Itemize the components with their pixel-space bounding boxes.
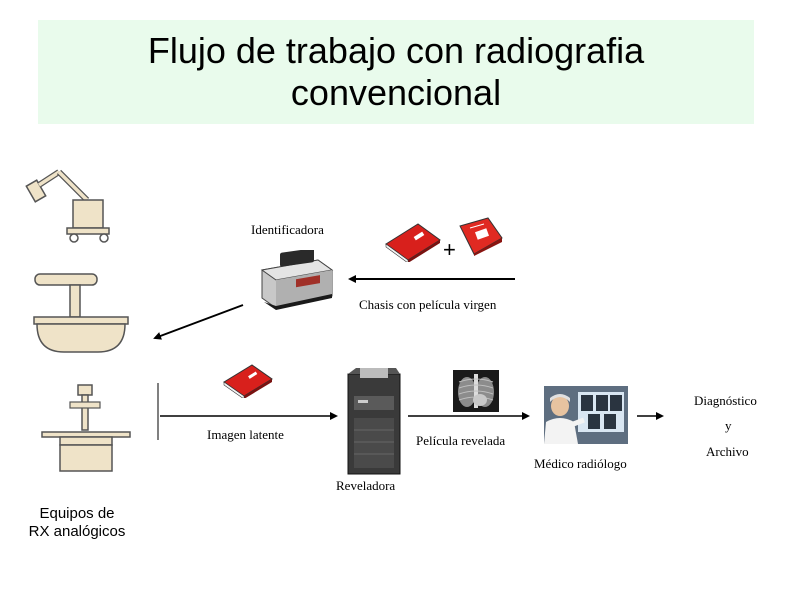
title-box: Flujo de trabajo con radiografia convenc… — [38, 20, 754, 124]
label-pelicula-revelada: Película revelada — [416, 433, 506, 448]
label-y: y — [725, 418, 732, 433]
label-identificadora: Identificadora — [251, 222, 324, 237]
chest-xray-film-icon — [453, 370, 499, 412]
page-title-line-2: convencional — [290, 72, 502, 113]
identifier-printer-icon — [260, 250, 334, 310]
plus-sign: + — [443, 237, 456, 262]
cassette-icon — [385, 223, 441, 262]
mobile-xray-unit-icon — [25, 169, 110, 243]
label-chasis-pelicula-virgen: Chasis con película virgen — [359, 297, 497, 312]
film-processor-icon — [347, 368, 401, 475]
label-equipos-line-2: RX analógicos — [28, 523, 126, 540]
page-title-line-1: Flujo de trabajo con radiografia — [147, 30, 645, 71]
xray-table-unit-icon — [41, 384, 131, 472]
radiologist-viewing-icon — [544, 386, 628, 444]
label-diagnostico: Diagnóstico — [694, 393, 757, 408]
label-imagen-latente: Imagen latente — [207, 427, 284, 442]
ceiling-xray-unit-icon — [33, 273, 129, 353]
label-equipos-rx-analogicos: Equipos de RX analógicos — [12, 505, 142, 541]
label-archivo: Archivo — [706, 444, 749, 459]
cassette-icon — [223, 364, 273, 398]
label-medico-radiologo: Médico radiólogo — [534, 456, 627, 471]
label-equipos-line-1: Equipos de — [39, 505, 115, 522]
arrow-identificadora-to-equipos — [153, 304, 244, 340]
film-box-icon — [459, 217, 503, 256]
label-reveladora: Reveladora — [336, 478, 396, 493]
